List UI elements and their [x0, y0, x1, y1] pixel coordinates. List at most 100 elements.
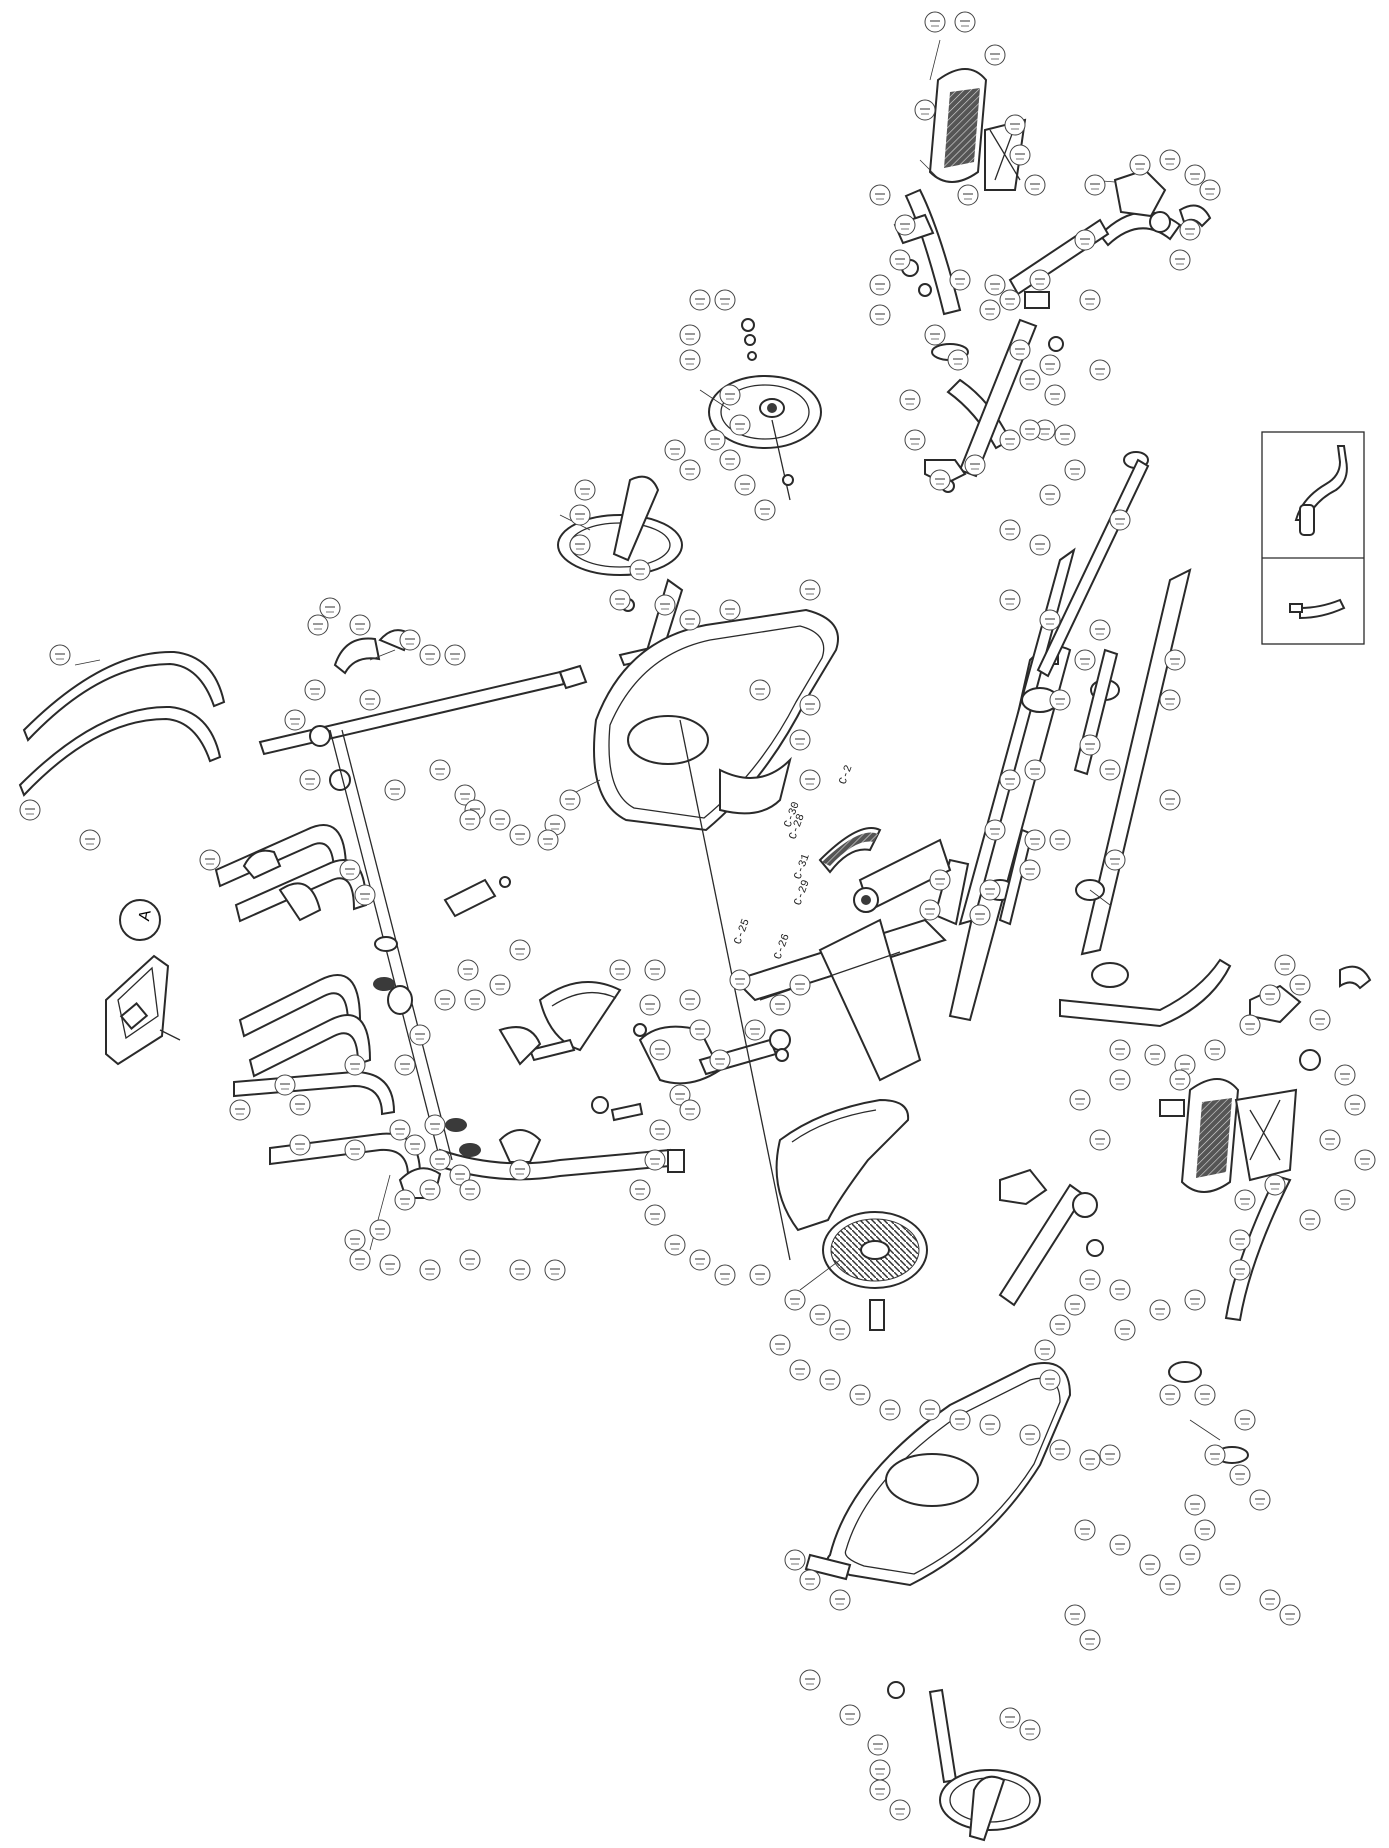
part-number-bubble — [799, 769, 821, 791]
part-number-bubble — [434, 989, 456, 1011]
part-number-bubble — [544, 1259, 566, 1281]
part-number-bubble — [1249, 1489, 1271, 1511]
part-number-bubble — [689, 1249, 711, 1271]
part-number-bubble — [1079, 289, 1101, 311]
part-number-bubble — [1109, 1534, 1131, 1556]
part-number-bubble — [1019, 419, 1041, 441]
part-number-bubble — [1029, 269, 1051, 291]
part-number-bubble — [784, 1289, 806, 1311]
part-number-bubble — [899, 389, 921, 411]
part-number-bubble — [1054, 424, 1076, 446]
part-number-bubble — [644, 1204, 666, 1226]
part-number-bubble — [379, 1254, 401, 1276]
part-number-bubble — [1079, 1449, 1101, 1471]
part-number-bubble — [1109, 1279, 1131, 1301]
part-number-bubble — [389, 1119, 411, 1141]
part-number-bubble — [869, 1779, 891, 1801]
part-number-bubble — [679, 459, 701, 481]
part-number-bubble — [1354, 1149, 1376, 1171]
part-number-bubble — [537, 829, 559, 851]
part-number-bubble — [754, 499, 776, 521]
part-number-bubble — [344, 1139, 366, 1161]
part-number-bubble — [1264, 1174, 1286, 1196]
part-number-bubble — [919, 1399, 941, 1421]
main-frame — [538, 838, 970, 1085]
part-number-bubble — [999, 589, 1021, 611]
part-number-bubble — [644, 959, 666, 981]
part-number-bubble — [784, 1549, 806, 1571]
part-number-bubble — [49, 644, 71, 666]
part-number-bubble — [919, 899, 941, 921]
part-number-bubble — [464, 989, 486, 1011]
part-number-bubble — [654, 594, 676, 616]
part-number-bubble — [349, 614, 371, 636]
part-number-bubble — [1184, 164, 1206, 186]
part-number-bubble — [644, 1149, 666, 1171]
part-number-bubble — [1149, 1299, 1171, 1321]
part-number-bubble — [1259, 1589, 1281, 1611]
part-number-bubble — [1039, 484, 1061, 506]
part-number-bubble — [1179, 219, 1201, 241]
part-number-bubble — [1079, 1269, 1101, 1291]
part-number-bubble — [489, 974, 511, 996]
part-number-bubble — [1049, 689, 1071, 711]
part-number-bubble — [829, 1589, 851, 1611]
part-number-bubble — [704, 429, 726, 451]
part-number-bubble — [1064, 1604, 1086, 1626]
part-number-bubble — [449, 1164, 471, 1186]
part-number-bubble — [1089, 619, 1111, 641]
part-number-bubble — [954, 11, 976, 33]
part-number-bubble — [1234, 1409, 1256, 1431]
part-number-bubble — [1229, 1259, 1251, 1281]
hardware-tag: C-2 — [837, 764, 855, 787]
part-number-bubble — [879, 1399, 901, 1421]
part-number-bubble — [649, 1119, 671, 1141]
part-number-bubble — [1019, 859, 1041, 881]
part-number-bubble — [957, 184, 979, 206]
part-number-bubble — [569, 534, 591, 556]
part-number-bubble — [664, 439, 686, 461]
part-number-bubble — [1114, 1319, 1136, 1341]
part-number-bubble — [1074, 1519, 1096, 1541]
part-number-bubble — [1204, 1444, 1226, 1466]
part-number-bubble — [1259, 984, 1281, 1006]
part-number-bubble — [1179, 1544, 1201, 1566]
part-number-bubble — [1279, 1604, 1301, 1626]
part-number-bubble — [419, 1179, 441, 1201]
part-number-bubble — [1219, 1574, 1241, 1596]
part-number-bubble — [829, 1319, 851, 1341]
part-number-bubble — [1199, 179, 1221, 201]
sensor-inset — [1261, 431, 1365, 645]
part-number-bubble — [964, 454, 986, 476]
part-number-bubble — [1159, 149, 1181, 171]
part-number-bubble — [274, 1074, 296, 1096]
part-number-bubble — [979, 879, 1001, 901]
part-number-bubble — [639, 994, 661, 1016]
handlebar-assembly — [18, 629, 588, 797]
part-number-bubble — [799, 694, 821, 716]
part-number-bubble — [1229, 1464, 1251, 1486]
part-number-bubble — [769, 994, 791, 1016]
part-number-bubble — [819, 1369, 841, 1391]
part-number-bubble — [1019, 369, 1041, 391]
part-number-bubble — [949, 1409, 971, 1431]
part-number-bubble — [894, 214, 916, 236]
part-number-bubble — [1024, 759, 1046, 781]
part-number-bubble — [999, 1707, 1021, 1729]
part-number-bubble — [1064, 1294, 1086, 1316]
part-number-bubble — [949, 269, 971, 291]
part-number-bubble — [1334, 1064, 1356, 1086]
part-number-bubble — [1104, 849, 1126, 871]
part-number-bubble — [1184, 1494, 1206, 1516]
part-number-bubble — [394, 1189, 416, 1211]
part-number-bubble — [839, 1704, 861, 1726]
part-number-bubble — [1109, 509, 1131, 531]
part-number-bubble — [1049, 1314, 1071, 1336]
part-number-bubble — [1309, 1009, 1331, 1031]
part-number-bubble — [1079, 734, 1101, 756]
part-number-bubble — [1079, 1629, 1101, 1651]
part-number-bubble — [789, 974, 811, 996]
part-number-bubble — [867, 1734, 889, 1756]
part-number-bubble — [629, 1179, 651, 1201]
